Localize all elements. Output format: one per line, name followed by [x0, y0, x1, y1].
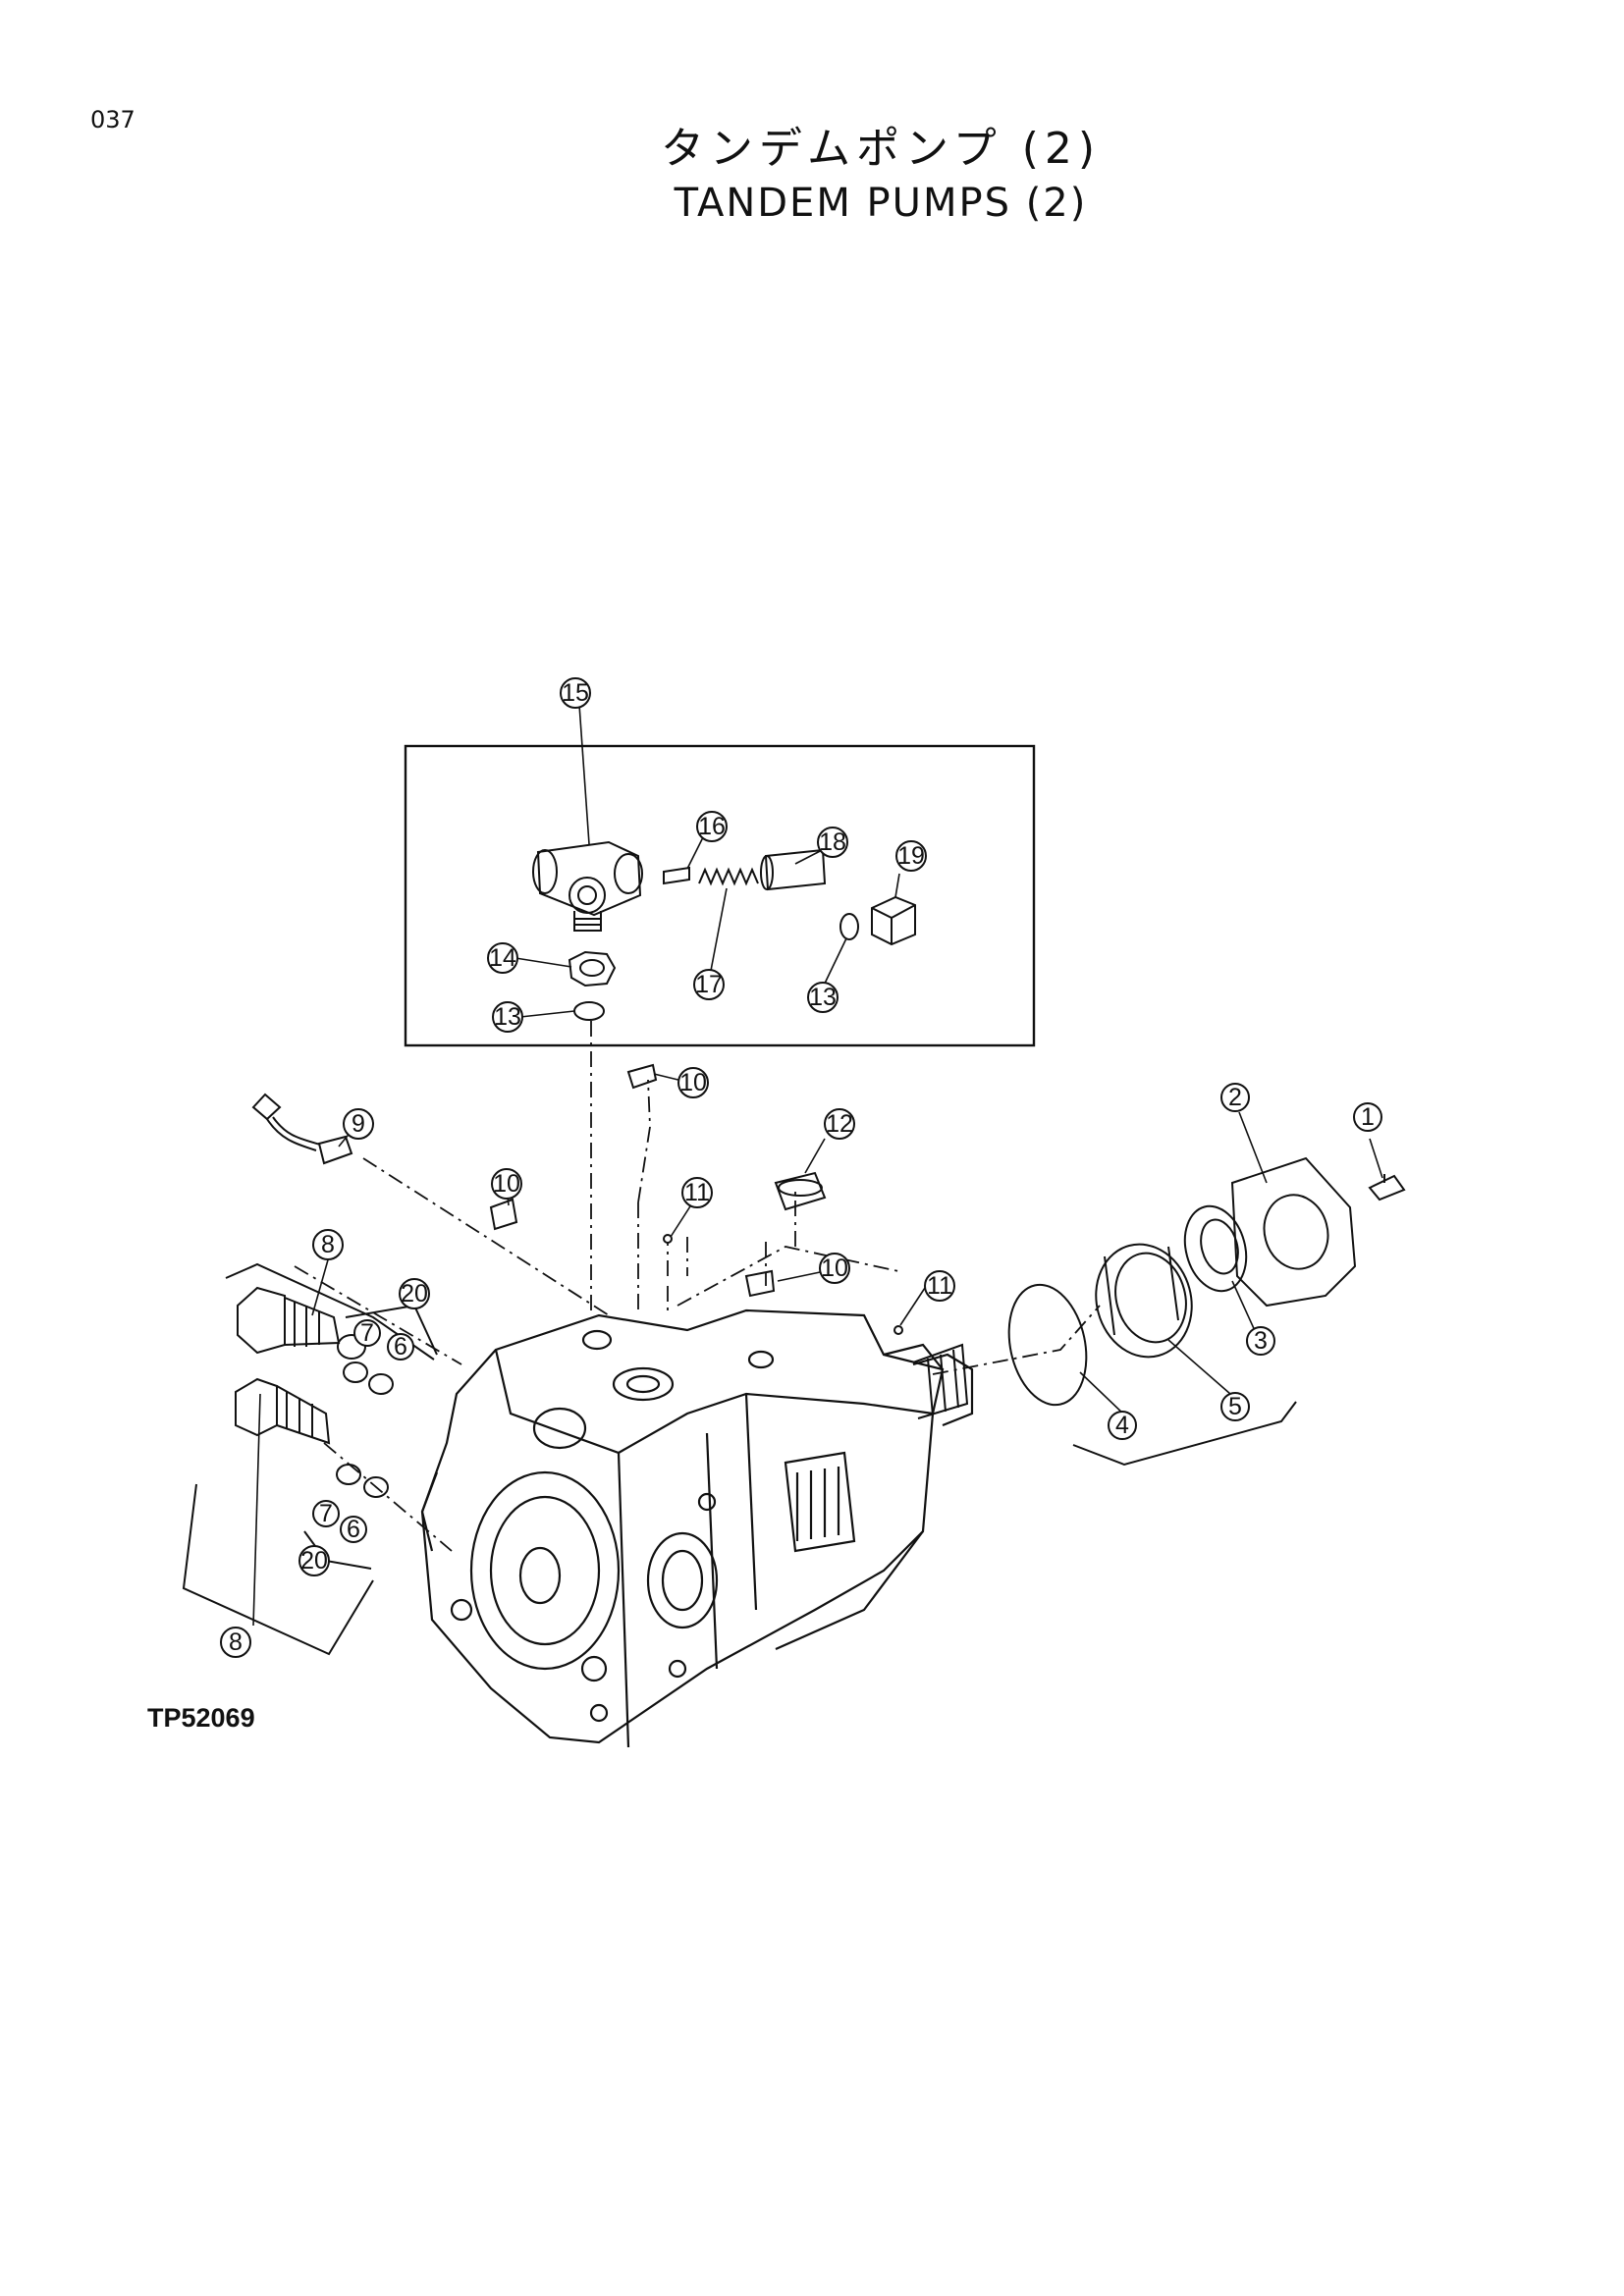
callout-6-upper: 6	[394, 1333, 407, 1361]
callout-10-right: 10	[821, 1255, 848, 1282]
callout-14: 14	[489, 944, 516, 972]
callout-18: 18	[819, 828, 846, 856]
relief-valve-cartridge-upper	[237, 1286, 394, 1395]
callout-19: 19	[897, 842, 925, 870]
callout-12: 12	[826, 1110, 853, 1138]
callout-7-upper: 7	[360, 1319, 374, 1347]
callout-9: 9	[352, 1110, 365, 1138]
callout-1: 1	[1361, 1103, 1375, 1131]
shaft-seal-parts	[1007, 1156, 1406, 1407]
callout-circles	[220, 677, 1382, 1658]
callout-leaders	[252, 704, 1383, 1627]
relief-valve-cartridge-lower	[235, 1377, 389, 1498]
relief-valve-group	[532, 840, 916, 1021]
callout-2: 2	[1228, 1084, 1242, 1111]
callout-4: 4	[1115, 1412, 1129, 1439]
assembly-centerlines	[294, 1021, 1101, 1552]
title-japanese: タンデムポンプ (2)	[660, 124, 1102, 174]
inset-frame	[404, 744, 1036, 1047]
title-block: タンデムポンプ (2) TANDEM PUMPS (2)	[0, 122, 1624, 230]
callout-16: 16	[698, 813, 726, 840]
callout-11-left: 11	[684, 1179, 710, 1206]
pump-housing	[420, 1308, 974, 1748]
callout-6-lower: 6	[347, 1516, 360, 1543]
spline-shaft	[912, 1343, 969, 1419]
figure-reference-code: TP52069	[147, 1703, 255, 1733]
callout-13-right: 13	[809, 984, 837, 1011]
callout-10-top: 10	[679, 1069, 707, 1096]
sensor-with-cable	[251, 1093, 353, 1165]
page-number: 037	[90, 106, 135, 133]
callout-20-upper: 20	[401, 1280, 428, 1308]
title-english: TANDEM PUMPS (2)	[674, 181, 1088, 226]
plug-parts	[489, 1063, 903, 1335]
callout-3: 3	[1254, 1327, 1268, 1355]
callout-17: 17	[695, 971, 723, 998]
callout-8-lower: 8	[229, 1629, 243, 1656]
callout-5: 5	[1228, 1393, 1242, 1420]
bracket-8-lower	[182, 1483, 374, 1656]
callout-13-left: 13	[494, 1003, 521, 1031]
bracket-4-5	[1072, 1401, 1297, 1467]
callout-11-right: 11	[927, 1272, 952, 1300]
callout-20-lower: 20	[300, 1547, 328, 1575]
callout-8-upper: 8	[321, 1231, 335, 1258]
callout-7-lower: 7	[319, 1500, 333, 1527]
callout-10-left: 10	[493, 1170, 520, 1198]
callout-15: 15	[562, 679, 589, 707]
